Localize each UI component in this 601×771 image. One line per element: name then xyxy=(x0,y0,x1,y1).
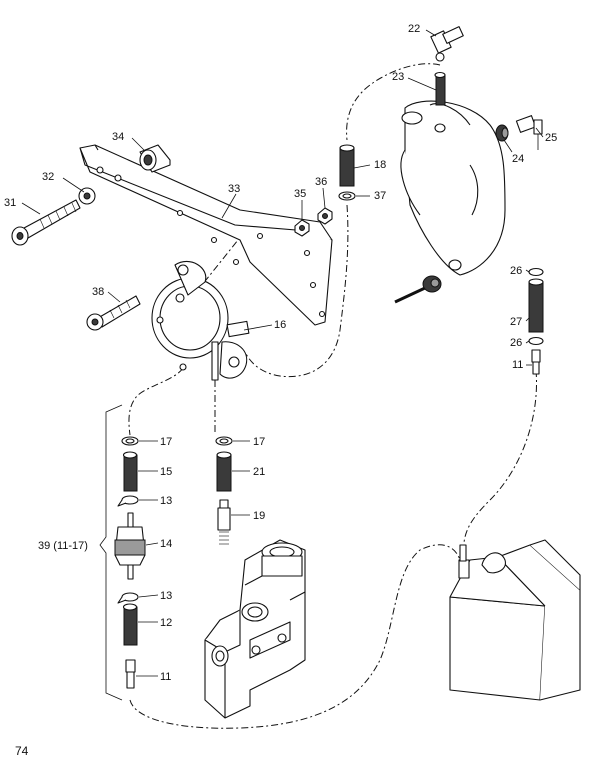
callout-16: 16 xyxy=(274,319,286,331)
bolt-38 xyxy=(86,295,141,331)
kit-39-bracket xyxy=(99,404,123,701)
callout-24: 24 xyxy=(512,153,524,165)
hose-27 xyxy=(528,278,544,333)
callout-17-left: 17 xyxy=(160,436,172,448)
callout-labels: 22 23 24 25 34 32 31 33 35 36 18 37 38 1… xyxy=(4,23,557,683)
callout-19: 19 xyxy=(253,510,265,522)
nut-36 xyxy=(317,207,333,225)
callout-25: 25 xyxy=(545,132,557,144)
tube-23 xyxy=(434,71,446,106)
clamp-17-left xyxy=(121,436,139,446)
hose-21 xyxy=(216,451,232,492)
callout-26-lower: 26 xyxy=(510,337,522,349)
callout-12: 12 xyxy=(160,617,172,629)
callout-14: 14 xyxy=(160,538,172,550)
bolt-31 xyxy=(11,199,81,246)
callout-11-left: 11 xyxy=(160,671,171,683)
callout-13-upper: 13 xyxy=(160,495,172,507)
hose-15 xyxy=(122,451,138,492)
engine-block xyxy=(204,539,306,719)
fuel-pump-16 xyxy=(151,260,250,381)
elbow-fitting-25 xyxy=(515,115,543,150)
fuel-tank xyxy=(449,539,581,701)
fitting-22 xyxy=(430,26,464,62)
callout-13-lower: 13 xyxy=(160,590,172,602)
carburetor-housing xyxy=(400,100,506,276)
clamp-13-lower xyxy=(117,592,139,604)
washer-32 xyxy=(78,187,96,205)
callout-18: 18 xyxy=(374,159,386,171)
hose-18 xyxy=(339,144,355,187)
callout-31: 31 xyxy=(4,197,16,209)
callout-34: 34 xyxy=(112,131,124,143)
nut-35 xyxy=(294,219,310,237)
clamp-13-upper xyxy=(117,495,139,507)
callout-27: 27 xyxy=(510,316,522,328)
callout-35: 35 xyxy=(294,188,306,200)
fitting-19 xyxy=(217,499,231,545)
clamp-26-upper xyxy=(528,267,544,277)
callout-36: 36 xyxy=(315,176,327,188)
fitting-11-left xyxy=(125,659,136,689)
hose-routes xyxy=(128,63,538,729)
callout-23: 23 xyxy=(392,71,404,83)
clamp-37 xyxy=(338,191,356,201)
spacer-34 xyxy=(139,144,171,173)
clamp-17-middle xyxy=(215,436,233,446)
callout-38: 38 xyxy=(92,286,104,298)
page-number: 74 xyxy=(15,744,29,758)
mounting-bracket xyxy=(79,144,333,326)
callout-26-upper: 26 xyxy=(510,265,522,277)
fuel-filter-14 xyxy=(114,512,146,580)
callout-22: 22 xyxy=(408,23,420,35)
callout-33: 33 xyxy=(228,183,240,195)
callout-37: 37 xyxy=(374,190,386,202)
callout-17-middle: 17 xyxy=(253,436,265,448)
leader-lines xyxy=(21,29,544,677)
rod-grommet xyxy=(394,275,442,304)
hose-12 xyxy=(122,603,138,646)
callout-39-kit: 39 (11-17) xyxy=(38,540,88,552)
grommet-24 xyxy=(495,124,509,142)
callout-11-right: 11 xyxy=(512,359,523,371)
callout-15: 15 xyxy=(160,466,172,478)
callout-32: 32 xyxy=(42,171,54,183)
callout-21: 21 xyxy=(253,466,265,478)
fitting-11-right xyxy=(531,349,541,375)
clamp-26-lower xyxy=(528,336,544,346)
